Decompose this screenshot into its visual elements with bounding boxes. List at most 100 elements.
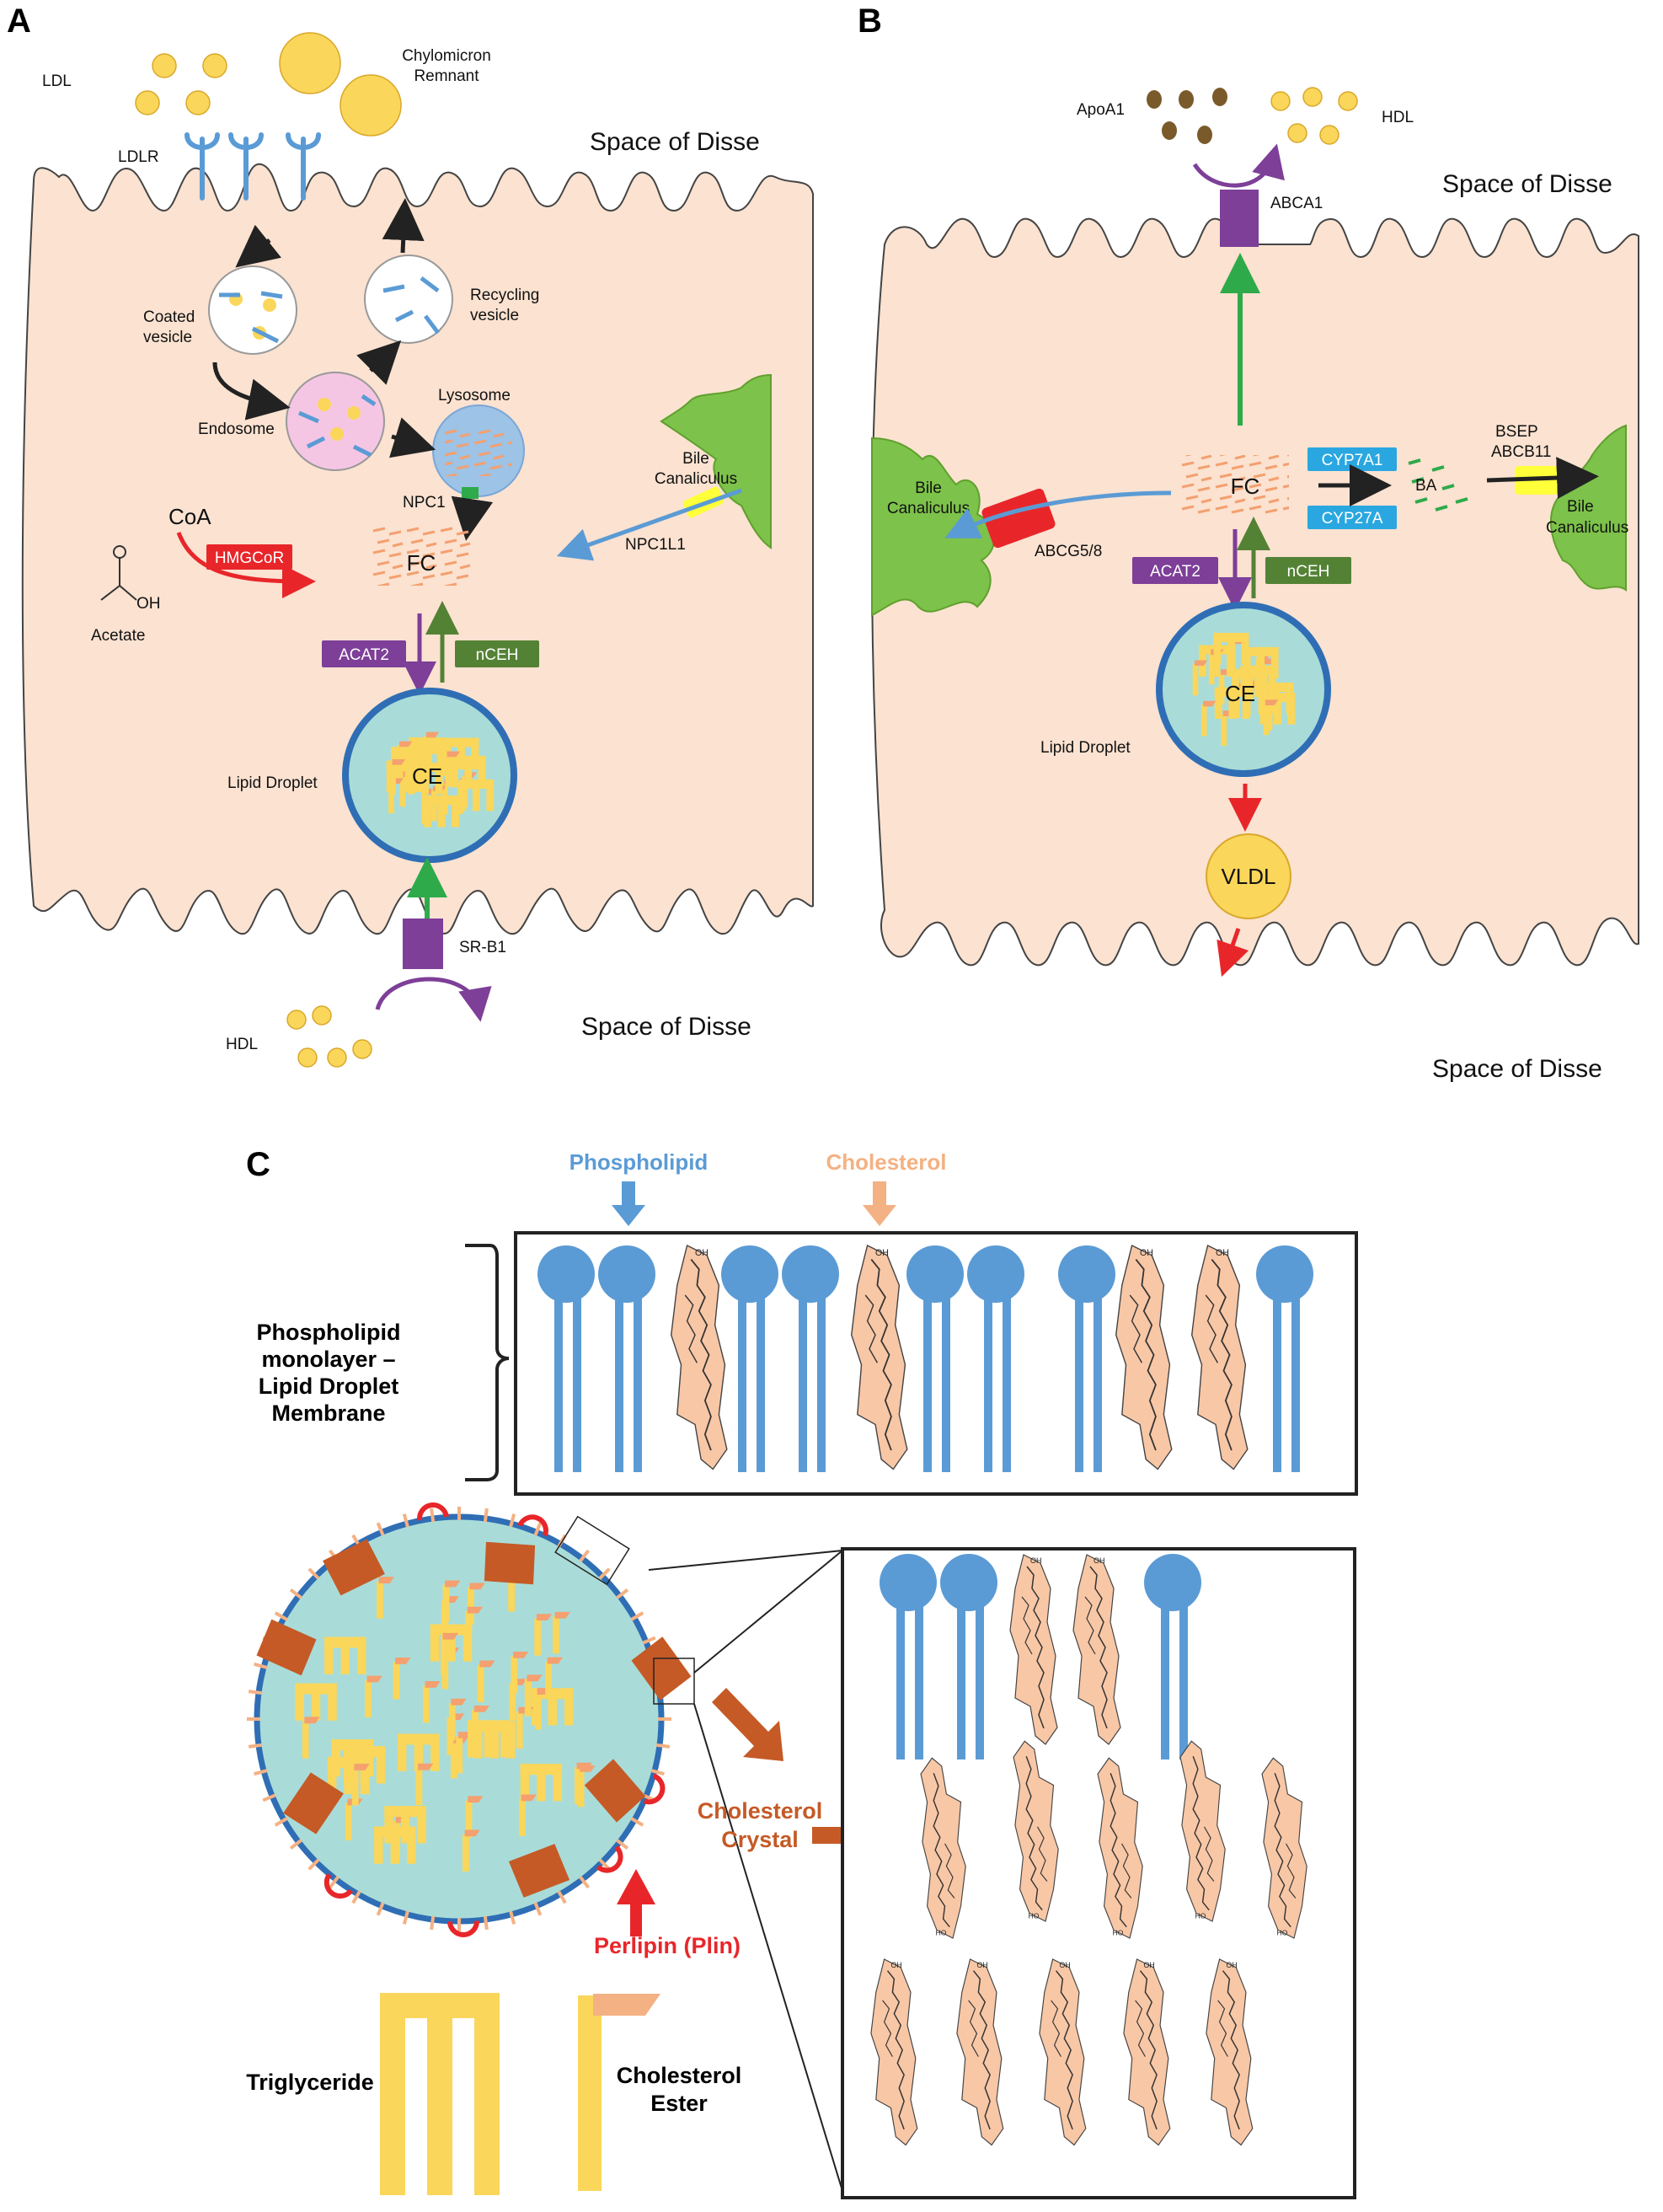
phospholipid-pointer bbox=[612, 1181, 645, 1226]
fc-label-b: FC bbox=[1231, 474, 1260, 499]
cholesterol-ester-legend-icon bbox=[578, 1994, 660, 2191]
panel-b-letter: B bbox=[858, 3, 882, 40]
crystal-detail-content bbox=[870, 1554, 1307, 2146]
acat2-label-a: ACAT2 bbox=[339, 646, 389, 664]
phospholipid-tail bbox=[984, 1291, 992, 1472]
ldlr-label: LDLR bbox=[118, 148, 159, 166]
membrane-tick bbox=[430, 1915, 436, 1931]
phospholipid-head bbox=[1256, 1245, 1313, 1303]
membrane-tick bbox=[376, 1902, 385, 1916]
membrane-tick bbox=[650, 1769, 665, 1776]
phospholipid-tail bbox=[634, 1291, 642, 1472]
perlipin-protein bbox=[417, 1502, 449, 1521]
oh-label: OH bbox=[136, 595, 161, 613]
membrane-tick bbox=[289, 1839, 302, 1850]
membrane-tick bbox=[430, 1508, 436, 1523]
phospholipid-head bbox=[537, 1245, 595, 1303]
srb1-uptake-arrow bbox=[375, 977, 492, 1022]
ba-label: BA bbox=[1415, 477, 1437, 495]
perlipin-label: Perlipin (Plin) bbox=[594, 1933, 741, 1958]
acetate-label: Acetate bbox=[91, 627, 145, 645]
cholesterol-title: Cholesterol bbox=[826, 1149, 946, 1175]
membrane-tick bbox=[630, 1817, 644, 1827]
cyp27a-box bbox=[1307, 506, 1397, 529]
hdl-label-a: HDL bbox=[226, 1036, 258, 1053]
bile-a-label-1: Bile bbox=[682, 450, 709, 468]
phospholipid-tail bbox=[573, 1291, 581, 1472]
membrane-tick bbox=[274, 1817, 288, 1827]
panel-b: B ApoA1 HDL ABCA1 Space of Disse Bile Ca… bbox=[858, 3, 1639, 1083]
srb1-label: SR-B1 bbox=[459, 939, 506, 956]
triglyceride bbox=[1243, 646, 1279, 679]
lysosome bbox=[432, 404, 525, 497]
ldl-label: LDL bbox=[42, 72, 72, 90]
vldl-particle bbox=[1206, 833, 1291, 919]
cholesterol-crystal bbox=[508, 1844, 570, 1898]
phospholipid-tail bbox=[1003, 1291, 1011, 1472]
vesicle-arrows bbox=[212, 198, 494, 541]
triglyceride bbox=[468, 1720, 510, 1758]
monolayer-label-3: Lipid Droplet bbox=[259, 1374, 398, 1399]
bile-a-label-2: Canaliculus bbox=[655, 470, 737, 488]
coa-label: CoA bbox=[168, 504, 211, 529]
triglyceride bbox=[458, 779, 495, 811]
membrane-tick bbox=[254, 1769, 268, 1776]
ldlr-receptors bbox=[184, 132, 321, 201]
npc1l1-arrow bbox=[556, 488, 742, 561]
phospholipid-tail bbox=[615, 1291, 623, 1472]
triglyceride bbox=[424, 795, 459, 827]
hmgcor-box bbox=[206, 544, 292, 570]
perlipin-protein bbox=[517, 1514, 548, 1537]
lipid-droplet-label-b: Lipid Droplet bbox=[1040, 739, 1131, 757]
zoom-box-crystal bbox=[653, 1658, 695, 1705]
triglyceride-legend-icon bbox=[380, 1993, 500, 2195]
space-disse-a-bottom: Space of Disse bbox=[581, 1013, 751, 1041]
triglyceride bbox=[384, 1806, 426, 1844]
fc-label-a: FC bbox=[407, 550, 436, 576]
nceh-box-b bbox=[1265, 557, 1351, 584]
lipid-droplet-label-a: Lipid Droplet bbox=[227, 774, 318, 792]
npc1-label: NPC1 bbox=[403, 494, 446, 511]
membrane-tick bbox=[533, 1522, 543, 1536]
apoa1-label: ApoA1 bbox=[1077, 101, 1125, 119]
membrane-tick bbox=[307, 1858, 320, 1871]
bile-canaliculus-a bbox=[660, 373, 772, 549]
triglyceride bbox=[324, 1636, 366, 1674]
membrane-tick bbox=[533, 1902, 543, 1916]
phospholipid-tail bbox=[915, 1599, 923, 1759]
membrane-tick bbox=[557, 1890, 567, 1904]
phospholipid-tail bbox=[738, 1291, 746, 1472]
hdl-particles-a bbox=[286, 1005, 372, 1068]
npc1-transporter bbox=[462, 487, 479, 499]
ldl-particles bbox=[135, 53, 227, 115]
membrane-tick bbox=[248, 1743, 263, 1749]
bile-b-left-label-1: Bile bbox=[915, 479, 942, 497]
phospholipid-title: Phospholipid bbox=[569, 1149, 709, 1175]
membrane-tick bbox=[402, 1513, 409, 1528]
ba-dashes bbox=[1408, 458, 1468, 511]
membrane-tick bbox=[579, 1549, 590, 1562]
bile-canaliculus-b-right bbox=[1549, 424, 1627, 592]
bile-b-right-label-1: Bile bbox=[1567, 498, 1594, 516]
nceh-box-a bbox=[455, 640, 539, 667]
hdl-particles-b bbox=[1270, 87, 1358, 145]
monolayer-label-4: Membrane bbox=[271, 1401, 385, 1426]
phospholipid-head bbox=[598, 1245, 655, 1303]
recycling-label-2: vesicle bbox=[470, 307, 519, 324]
lipid-droplet-b bbox=[1156, 602, 1331, 777]
membrane-tick bbox=[655, 1743, 671, 1749]
ce-label-a: CE bbox=[412, 763, 442, 789]
membrane-tick bbox=[630, 1611, 644, 1621]
cholesterol-crystal bbox=[323, 1539, 385, 1596]
recycling-vesicle bbox=[364, 254, 453, 344]
membrane-tick bbox=[376, 1522, 385, 1536]
hmgcor-label: HMGCoR bbox=[215, 549, 284, 567]
abca1-label: ABCA1 bbox=[1270, 195, 1323, 212]
chylo-label-2: Remnant bbox=[414, 67, 479, 85]
endosome bbox=[286, 372, 385, 471]
cholesterol-crystal bbox=[484, 1541, 536, 1585]
membrane-tick bbox=[509, 1910, 516, 1925]
membrane-tick bbox=[262, 1793, 276, 1802]
membrane-tick bbox=[289, 1588, 302, 1599]
acat2-box-a bbox=[322, 640, 406, 667]
